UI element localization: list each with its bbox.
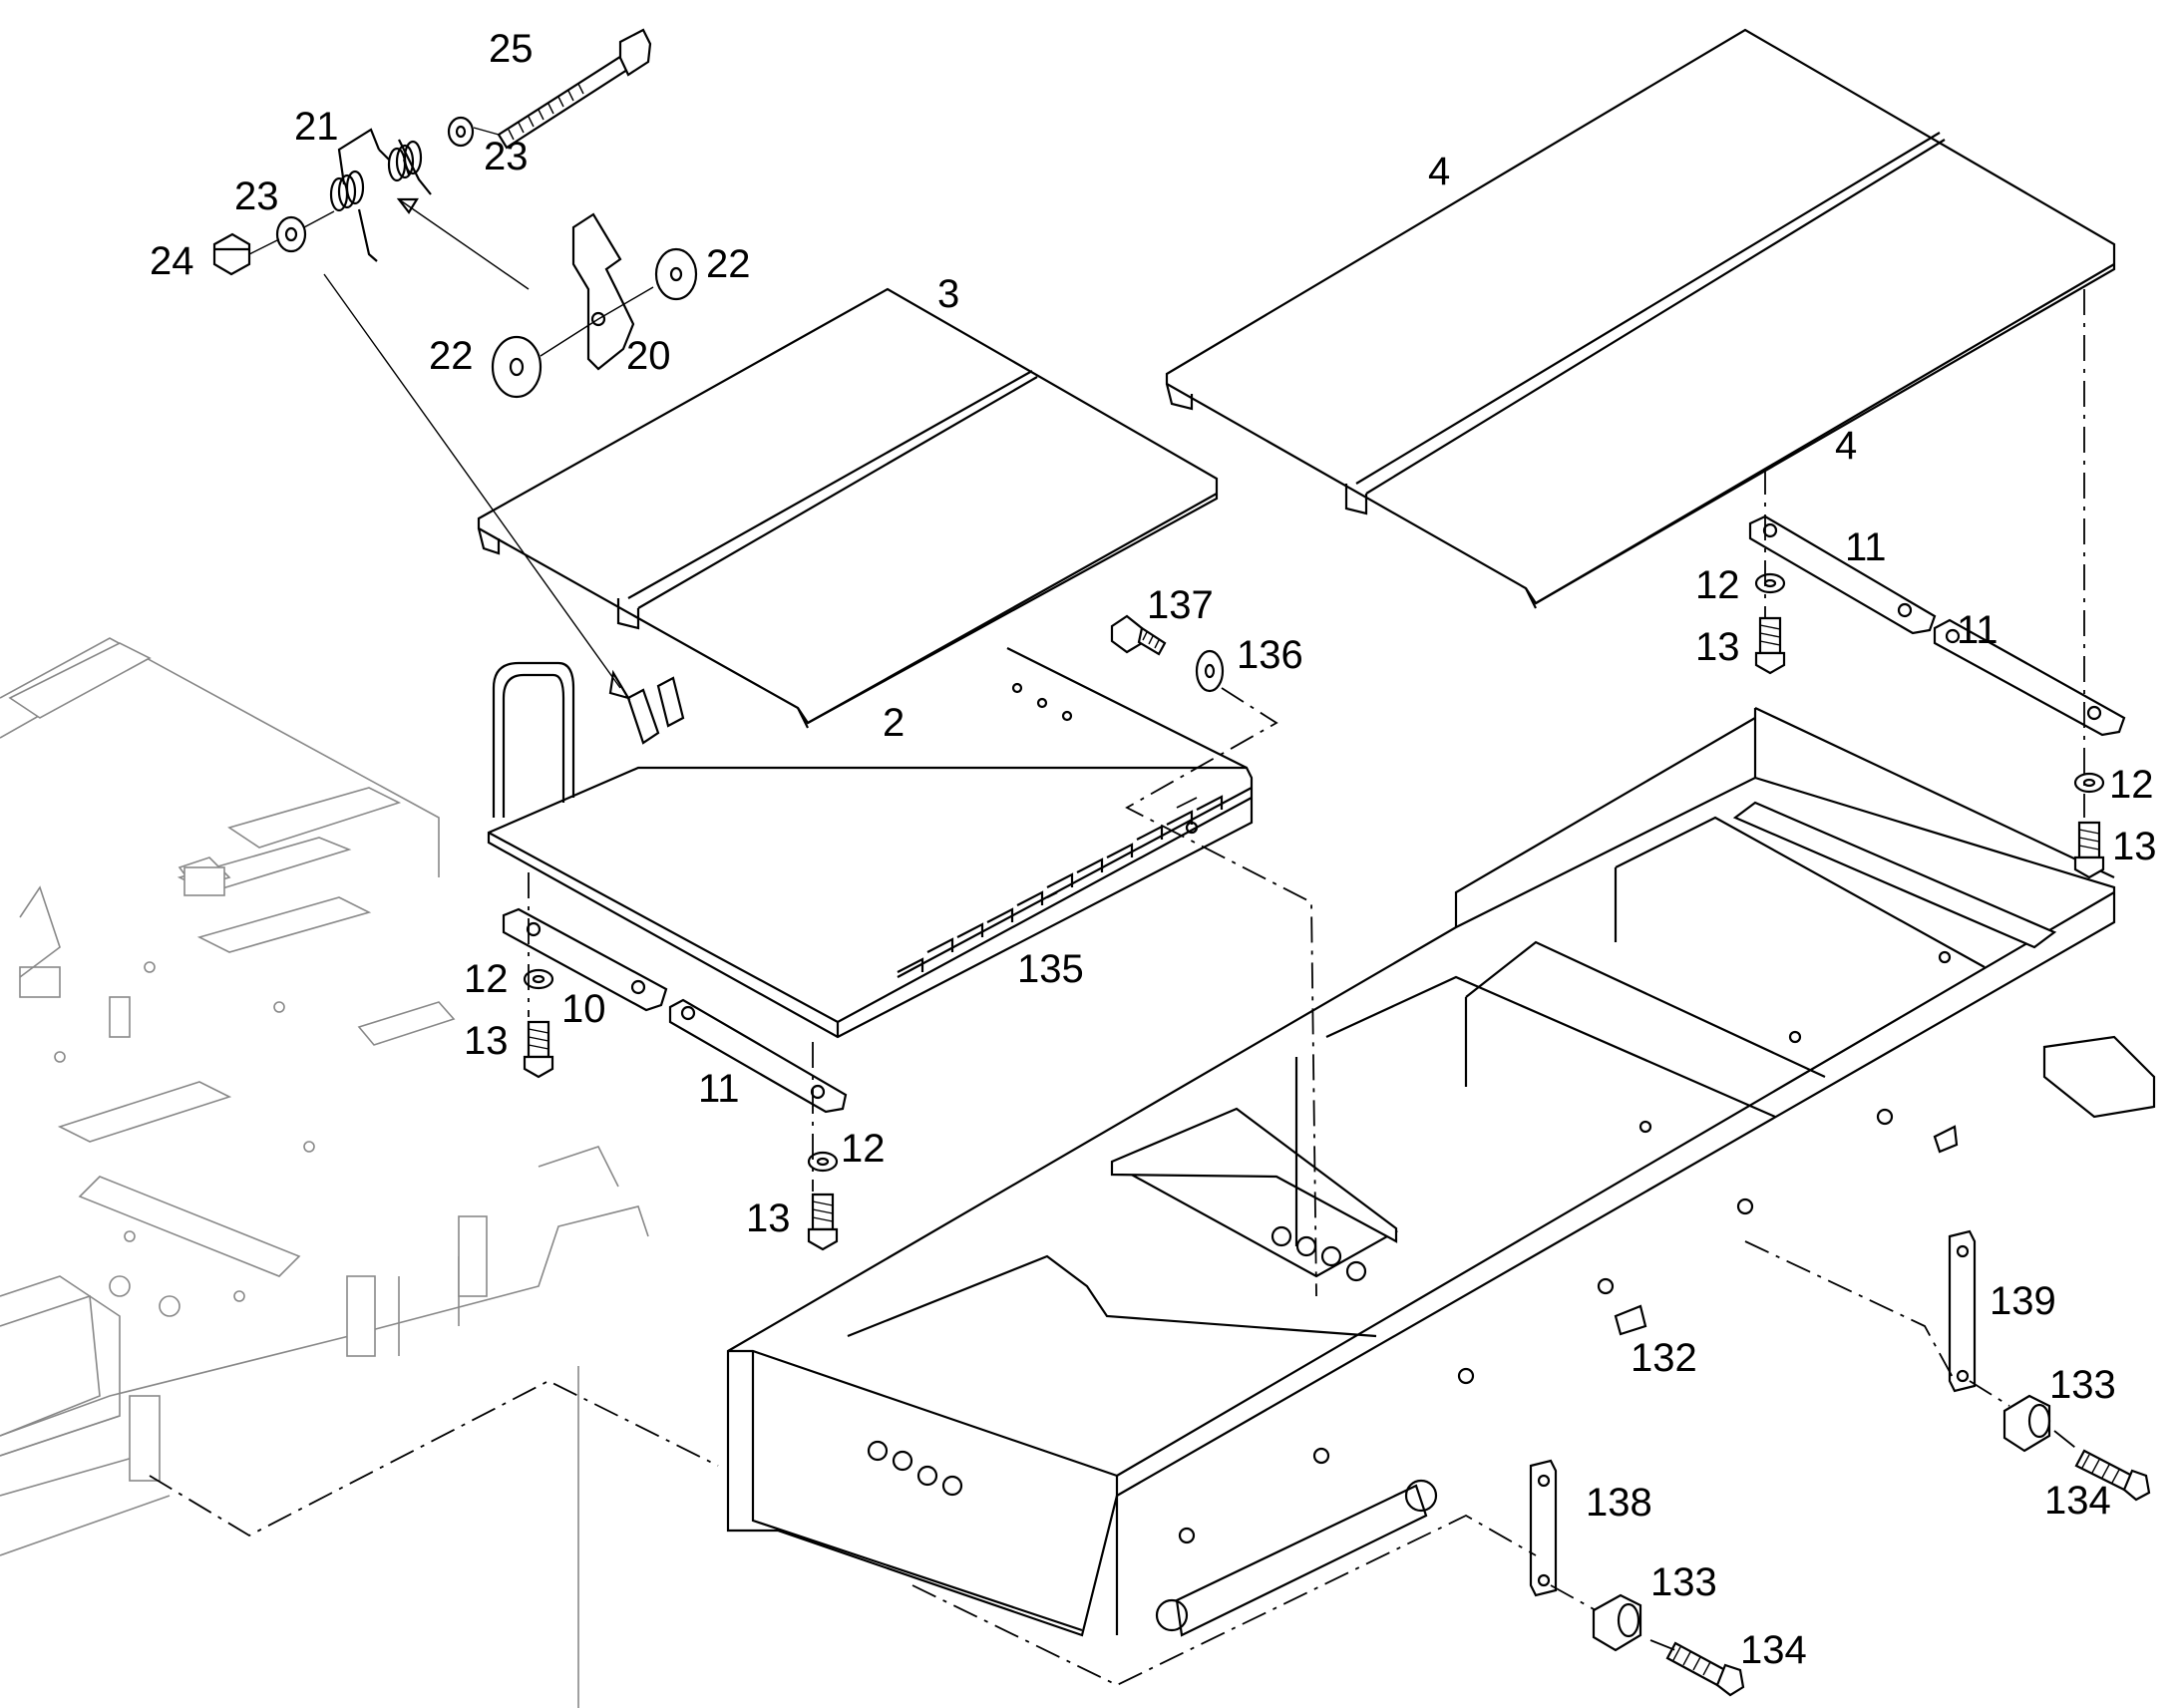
main-housing [726, 707, 2156, 1637]
screw-13-d [2073, 821, 2105, 879]
cover-3 [477, 287, 1219, 729]
callout-23: 23 [234, 174, 279, 218]
screw-13-c [1754, 616, 1786, 675]
callout-3: 3 [937, 272, 959, 316]
spring-coil-right [387, 140, 423, 182]
callout-139: 139 [1990, 1279, 2056, 1323]
callout-133: 133 [1650, 1560, 1717, 1604]
callout-21: 21 [294, 105, 339, 149]
callout-22: 22 [429, 334, 474, 378]
callout-13: 13 [464, 1019, 509, 1063]
callout-13: 13 [746, 1196, 791, 1240]
latch-assembly [212, 28, 698, 700]
callout-4: 4 [1428, 150, 1450, 193]
callout-12: 12 [2109, 763, 2154, 807]
callout-134: 134 [2044, 1479, 2111, 1523]
middle-tray [487, 647, 1254, 1039]
callout-137: 137 [1147, 583, 1214, 627]
callout-12: 12 [464, 957, 509, 1001]
cover-4 [1165, 28, 2116, 609]
callout-22: 22 [706, 242, 751, 286]
callout-133: 133 [2049, 1363, 2116, 1407]
callout-12: 12 [841, 1127, 886, 1171]
callout-2: 2 [883, 701, 905, 745]
callout-10: 10 [561, 987, 606, 1031]
spring-coil-left [329, 170, 365, 212]
callout-136: 136 [1237, 633, 1303, 677]
callout-138: 138 [1586, 1481, 1652, 1525]
callout-11: 11 [698, 1067, 740, 1111]
callout-135: 135 [1017, 947, 1084, 991]
callout-25: 25 [489, 27, 534, 71]
brackets-and-fasteners [502, 514, 2151, 1697]
screw-13-a [523, 1020, 554, 1079]
callout-13: 13 [2112, 825, 2157, 868]
assembly-centerlines [149, 289, 2085, 1687]
callout-13: 13 [1695, 625, 1740, 669]
callout-132: 132 [1631, 1336, 1697, 1380]
callout-20: 20 [626, 334, 671, 378]
machine-frame-background [0, 637, 649, 1708]
screw-13-b [807, 1193, 839, 1251]
callout-134: 134 [1740, 1628, 1807, 1672]
callout-24: 24 [150, 239, 194, 283]
callout-12: 12 [1695, 563, 1740, 607]
callout-labels: 25 21 23 23 24 22 22 20 3 4 4 2 137 136 … [150, 27, 2157, 1672]
callout-11: 11 [1845, 525, 1887, 569]
callout-4: 4 [1835, 424, 1857, 468]
callout-11: 11 [1957, 608, 1998, 652]
callout-23: 23 [484, 135, 529, 178]
